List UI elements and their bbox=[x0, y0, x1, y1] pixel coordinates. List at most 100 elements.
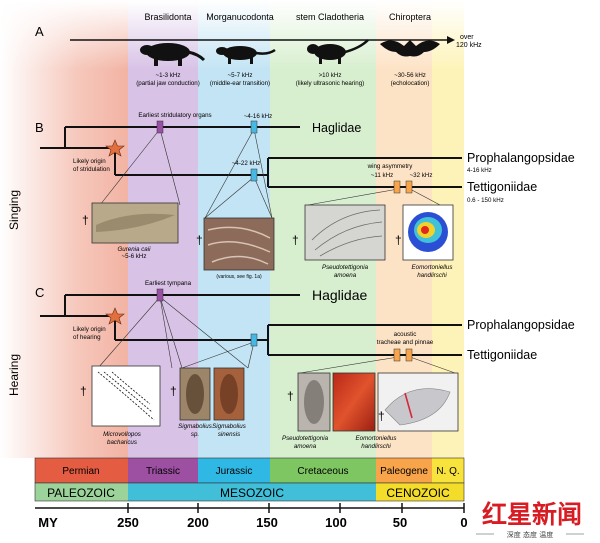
dagger-c1: † bbox=[80, 384, 87, 398]
clade-tettigoniidae-c: Tettigoniidae bbox=[467, 348, 537, 362]
taxon-freq-2: ~5-7 kHz bbox=[228, 72, 253, 79]
period-label-triassic: Triassic bbox=[146, 466, 180, 477]
period-triassic bbox=[128, 458, 198, 483]
origin-hearing-star-icon bbox=[105, 307, 125, 325]
period-neogene-quaternary bbox=[432, 458, 464, 483]
panel-c: Likely origin of hearing Earliest tympan… bbox=[40, 280, 575, 450]
hearing-node-marker bbox=[250, 333, 258, 347]
wing-asymmetry: wing asymmetry bbox=[367, 163, 414, 170]
watermark-logo: 红星新闻 深度 态度 温度 bbox=[476, 500, 584, 539]
dagger-c2: † bbox=[170, 384, 177, 398]
era-label-mesozoic: MESOZOIC bbox=[220, 486, 284, 500]
acoustic-1: acoustic bbox=[394, 331, 417, 338]
period-cretaceous bbox=[270, 458, 376, 483]
origin-stridulation-2: of stridulation bbox=[73, 166, 110, 173]
fossil-pseudotettigonia-c-name: Pseudotettigonia bbox=[282, 435, 329, 442]
taxon-name-2: Morganucodonta bbox=[206, 12, 274, 22]
fossil-sigmabolius-sp-sub: sp. bbox=[191, 431, 199, 438]
row-label-singing: Singing bbox=[7, 190, 21, 230]
fossil-pseudotettigonia-image bbox=[304, 204, 386, 261]
tick-150: 150 bbox=[256, 515, 278, 530]
fossil-microvollopos-name: Microvollopos bbox=[103, 431, 141, 438]
arrow-label-2: 120 kHz bbox=[456, 42, 482, 49]
fossil-microvollopos-image bbox=[91, 365, 161, 427]
period-label-nq: N. Q. bbox=[436, 466, 459, 477]
origin-stridulation-1: Likely origin bbox=[73, 158, 106, 165]
clade-haglidae-c: Haglidae bbox=[312, 287, 367, 303]
fossil-eomortoniellus-c-sub: handlirschi bbox=[361, 443, 391, 450]
era-label-paleozoic: PALEOZOIC bbox=[47, 486, 115, 500]
fossil-eomortoniellus-sub: handlirschi bbox=[417, 272, 447, 279]
panel-b: Likely origin of stridulation Earliest s… bbox=[40, 112, 575, 280]
fossil-various-caption: (various, see fig. 1a) bbox=[216, 274, 262, 280]
bat-silhouette-icon bbox=[380, 40, 440, 57]
taxon-name-3: stem Cladotheria bbox=[296, 12, 364, 22]
cynodont-silhouette-icon bbox=[140, 43, 206, 66]
taxon-freq-4: ~30-56 kHz bbox=[394, 72, 426, 79]
wing-freq-2: ~32 kHz bbox=[410, 172, 433, 179]
arrow-label-1: over bbox=[460, 34, 474, 41]
taxon-freq-1: ~1-3 kHz bbox=[156, 72, 181, 79]
tettigoniidae-freq: 0.6 - 150 kHz bbox=[467, 197, 504, 204]
earliest-stridulatory: Earliest stridulatory organs bbox=[138, 112, 211, 119]
hearing-tree bbox=[40, 294, 462, 356]
dagger-b1: † bbox=[82, 213, 89, 227]
dagger-b2: † bbox=[196, 233, 203, 247]
clade-prophalangopsidae-b: Prophalangopsidae bbox=[467, 151, 575, 165]
period-paleogene bbox=[376, 458, 432, 483]
taxon-note-1: (partial jaw conduction) bbox=[136, 80, 200, 87]
mammal-silhouette-icon bbox=[307, 39, 369, 64]
panel-label-a: A bbox=[35, 24, 44, 39]
fossil-gurenia-name: Gurenia caii bbox=[117, 246, 151, 253]
era-label-cenozoic: CENOZOIC bbox=[386, 486, 450, 500]
period-label-permian: Permian bbox=[62, 466, 99, 477]
taxon-note-3: (likely ultrasonic hearing) bbox=[296, 80, 364, 87]
fossil-pseudotettigonia-sub: amoena bbox=[334, 272, 357, 279]
haglidae-freq: ~4-16 kHz bbox=[244, 113, 272, 120]
clade-prophalangopsidae-c: Prophalangopsidae bbox=[467, 318, 575, 332]
tick-0: 0 bbox=[460, 515, 467, 530]
wing-marker-2 bbox=[405, 180, 413, 194]
dagger-c4: † bbox=[287, 389, 294, 403]
acoustic-marker-2 bbox=[405, 348, 413, 362]
acoustic-2: tracheae and pinnae bbox=[377, 339, 434, 346]
taxon-note-2: (middle-ear transition) bbox=[210, 80, 270, 87]
taxon-freq-3: >10 kHz bbox=[319, 72, 342, 79]
fossil-eomortoniellus-c-name: Eomortoniellus bbox=[356, 435, 397, 442]
era-cenozoic bbox=[376, 483, 464, 501]
prophalangopsidae-freq: 4-16 kHz bbox=[467, 167, 492, 174]
fossil-gurenia-freq: ~5-6 kHz bbox=[122, 253, 147, 260]
axis-title-my: MY bbox=[38, 515, 58, 530]
watermark-main: 红星新闻 bbox=[482, 500, 582, 529]
fossil-pseudotettigonia-c-sub: amoena bbox=[294, 443, 317, 450]
period-label-paleogene: Paleogene bbox=[380, 466, 428, 477]
fossil-sigmabolius-sinensis-sub: sinensis bbox=[218, 431, 240, 438]
node-freq: ~4-22 kHz bbox=[232, 160, 260, 167]
geologic-timescale: Permian Triassic Jurassic Cretaceous Pal… bbox=[34, 457, 468, 530]
morganucodon-silhouette-icon bbox=[216, 46, 276, 64]
tick-200: 200 bbox=[187, 515, 209, 530]
dagger-c5: † bbox=[378, 409, 385, 423]
tick-250: 250 bbox=[117, 515, 139, 530]
dagger-b4: † bbox=[395, 233, 402, 247]
tick-100: 100 bbox=[325, 515, 347, 530]
panel-a: over 120 kHz Brasilidonta ~1-3 kHz (part… bbox=[70, 12, 482, 87]
origin-hearing-2: of hearing bbox=[73, 334, 101, 341]
origin-hearing-1: Likely origin bbox=[73, 326, 106, 333]
fossil-microvollopos-sub: bacharicus bbox=[107, 439, 137, 446]
arrow-head-icon bbox=[447, 36, 455, 44]
tympana-marker bbox=[156, 288, 164, 302]
panel-label-c: C bbox=[35, 285, 44, 300]
haglidae-marker bbox=[250, 120, 258, 134]
watermark-sub: 深度 态度 温度 bbox=[507, 530, 553, 539]
node-marker bbox=[250, 168, 258, 182]
row-label-hearing: Hearing bbox=[7, 354, 21, 396]
panel-label-b: B bbox=[35, 120, 44, 135]
origin-star-icon bbox=[105, 139, 125, 157]
dagger-b3: † bbox=[292, 233, 299, 247]
fossil-pseudotettigonia-name: Pseudotettigonia bbox=[322, 264, 369, 271]
stridulatory-marker bbox=[156, 120, 164, 134]
fossil-sigmabolius-sp-name: Sigmabolius bbox=[178, 423, 212, 430]
tick-50: 50 bbox=[393, 515, 407, 530]
